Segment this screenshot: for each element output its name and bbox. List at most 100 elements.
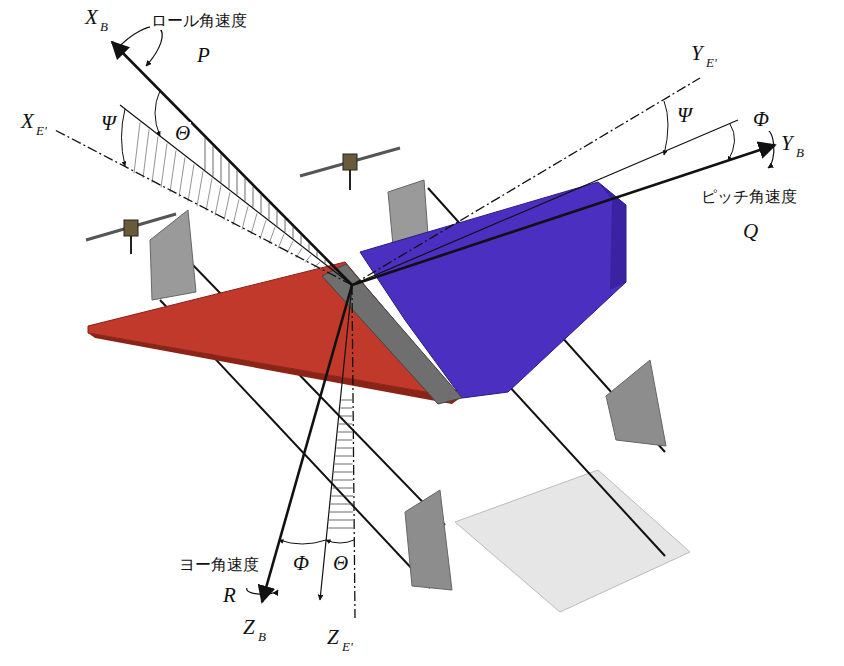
- hatch-line: [328, 528, 353, 529]
- hatch-line: [134, 122, 140, 173]
- hatch-line: [170, 150, 176, 192]
- hatch-line: [197, 171, 203, 206]
- hatch-line: [215, 185, 221, 215]
- hatch-line: [251, 213, 257, 234]
- hatch-line: [285, 219, 286, 232]
- rotation-arrow: [116, 27, 162, 66]
- angle-label: Φ: [752, 108, 770, 131]
- angle-label: Ψ: [676, 104, 693, 127]
- hatch-line: [325, 260, 326, 263]
- hatch-line: [269, 227, 275, 244]
- angle-label: Ψ: [100, 112, 117, 135]
- hatch-line: [161, 143, 167, 187]
- hatch-line: [337, 440, 352, 441]
- axis-subscript: E': [35, 124, 48, 138]
- axis-subscript: E': [341, 640, 354, 654]
- motor: [343, 154, 357, 170]
- hatch-line: [309, 243, 310, 250]
- base-plate: [455, 470, 690, 612]
- hatch-line: [237, 171, 238, 195]
- angle-arc: [326, 540, 354, 543]
- angle-arc: [122, 109, 126, 166]
- hatch-line: [339, 424, 352, 425]
- hatch-line: [261, 195, 262, 214]
- rate-symbol: P: [196, 44, 211, 67]
- fin: [150, 210, 196, 300]
- motor-mount: [130, 236, 132, 254]
- angle-arc: [155, 91, 160, 136]
- hatch-line: [317, 252, 318, 257]
- hatch-line: [224, 192, 230, 220]
- hatch-line: [221, 154, 222, 182]
- body-z-axis: [262, 285, 352, 602]
- hatch-line: [260, 220, 266, 239]
- angle-arc: [279, 540, 326, 544]
- rotation-arrow: [764, 129, 774, 168]
- rate-label: ピッチ角速度: [700, 188, 798, 206]
- hatch-line: [340, 416, 352, 417]
- hatch-line: [206, 178, 212, 211]
- rate-symbol: R: [222, 584, 237, 607]
- axis-subscript: B: [99, 20, 109, 34]
- hatch-line: [336, 456, 353, 457]
- hatch-line: [341, 400, 352, 401]
- axis-label: Y: [780, 132, 794, 155]
- earth-x-axis: [55, 130, 352, 285]
- hatch-line: [242, 206, 248, 229]
- rate-label: ヨー角速度: [178, 556, 260, 574]
- body-y-axis: [352, 145, 775, 285]
- body-x-axis: [112, 42, 352, 285]
- angle-label: Θ: [332, 552, 349, 575]
- hatch-line: [293, 227, 294, 238]
- hatch-line: [333, 480, 353, 481]
- fin: [606, 360, 666, 446]
- hatch-line: [233, 199, 239, 225]
- intermediate-axis: [352, 120, 738, 285]
- hatch-line: [335, 464, 353, 465]
- rate-label: ロール角速度: [150, 12, 248, 30]
- hatch-line: [253, 187, 254, 207]
- motor: [124, 220, 138, 236]
- hatch-line: [332, 488, 352, 489]
- hatch-line: [277, 211, 278, 226]
- fin: [405, 490, 452, 590]
- hatch-line: [213, 146, 214, 176]
- axis-label: X: [84, 6, 99, 29]
- hatch-line: [341, 408, 353, 409]
- hatch-line: [269, 203, 270, 220]
- angle-hatching: [134, 122, 353, 528]
- hatch-line: [334, 472, 353, 473]
- hatch-line: [301, 235, 302, 244]
- earth-z-axis: [352, 285, 355, 618]
- right-wing: [360, 182, 626, 398]
- hatch-line: [152, 136, 158, 182]
- hatch-line: [245, 179, 246, 201]
- hatch-line: [330, 512, 353, 513]
- rate-symbol: Q: [742, 220, 759, 243]
- hatch-line: [229, 162, 230, 188]
- hatch-line: [188, 164, 194, 201]
- hatch-line: [329, 520, 353, 521]
- angle-label: Θ: [174, 122, 191, 145]
- motor-mount: [349, 170, 351, 190]
- hatch-line: [278, 234, 284, 248]
- axis-label: X: [20, 110, 35, 133]
- axis-subscript: E': [705, 56, 718, 70]
- hatch-line: [205, 138, 206, 170]
- axis-subscript: B: [795, 146, 805, 160]
- axis-label: Y: [690, 42, 704, 65]
- hatch-line: [143, 129, 149, 178]
- hatch-line: [336, 448, 352, 449]
- hatch-line: [338, 432, 352, 433]
- center-plate: [322, 264, 462, 404]
- rotation-arrow: [247, 588, 278, 594]
- angle-arc: [664, 101, 668, 155]
- axis-label: Z: [242, 616, 256, 639]
- hatch-line: [331, 504, 353, 505]
- earth-y-axis: [352, 78, 700, 285]
- intermediate-axis: [120, 105, 352, 285]
- angle-label: Φ: [292, 552, 310, 575]
